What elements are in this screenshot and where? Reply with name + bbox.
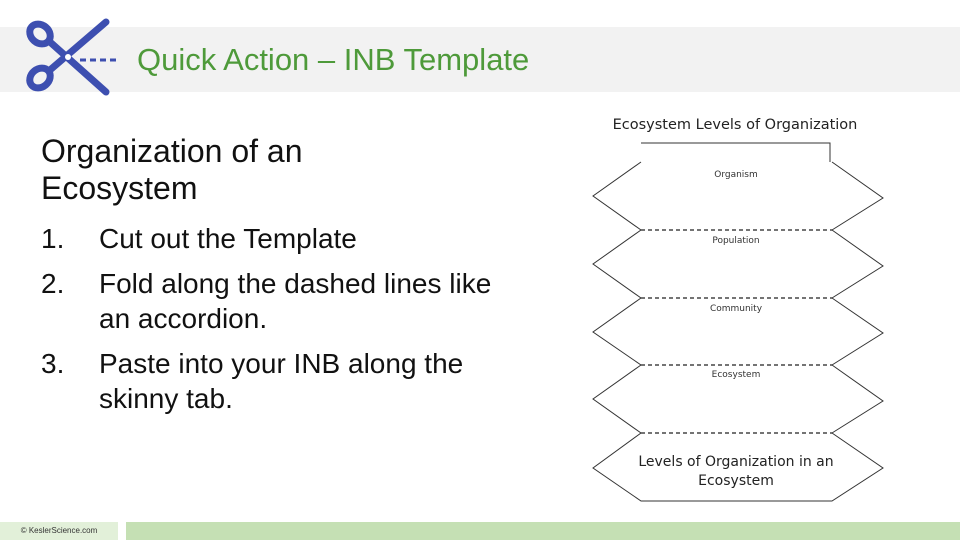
footer-bar: [126, 522, 960, 540]
step-number: 3.: [41, 348, 65, 379]
section-heading: Organization of an Ecosystem: [41, 133, 303, 206]
cover-text-line2: Ecosystem: [698, 473, 774, 489]
list-item: 1. Cut out the Template: [41, 221, 511, 256]
level-label: Organism: [714, 170, 758, 180]
template-title: Ecosystem Levels of Organization: [613, 117, 858, 133]
header-band: [0, 27, 960, 92]
scissors-icon: [26, 18, 118, 96]
page-title: Quick Action – INB Template: [137, 42, 530, 77]
level-label: Ecosystem: [712, 370, 761, 380]
skinny-tab: [641, 142, 831, 162]
step-text: Paste into your INB along the skinny tab…: [99, 348, 464, 414]
level-label: Population: [712, 236, 759, 246]
level-label: Community: [710, 304, 763, 314]
fold-lines: [641, 229, 832, 434]
step-number: 1.: [41, 223, 65, 254]
list-item: 3. Paste into your INB along the skinny t…: [41, 346, 511, 416]
instruction-list: 1. Cut out the Template 2. Fold along the …: [41, 221, 511, 426]
cover-text-line1: Levels of Organization in an: [638, 454, 833, 470]
step-text: Cut out the Template: [99, 223, 357, 254]
step-text: Fold along the dashed lines like an acco…: [99, 268, 492, 334]
list-item: 2. Fold along the dashed lines like an ac…: [41, 266, 511, 336]
inb-template-figure: Ecosystem Levels of Organization Organis…: [592, 117, 884, 502]
step-number: 2.: [41, 268, 65, 299]
footer-copyright: © KeslerScience.com: [0, 522, 118, 540]
